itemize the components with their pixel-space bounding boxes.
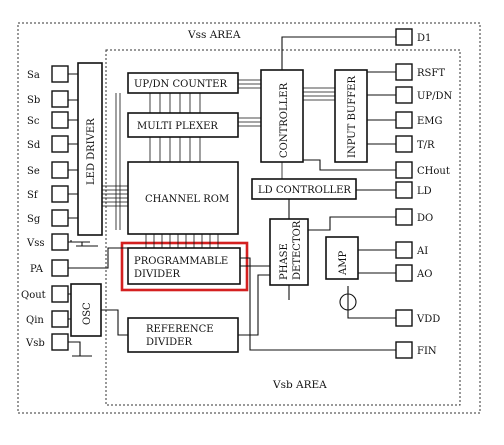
pin-pad-qin: [51, 310, 69, 328]
pin-label-sc: Sc: [27, 116, 40, 127]
pin-label-vss: Vss: [26, 238, 45, 249]
programmable-divider-block: [127, 247, 241, 285]
vss-area-label: Vss AREA: [187, 29, 241, 41]
amp-label: AMP: [338, 251, 349, 276]
up-dn-counter-block: [127, 72, 239, 94]
pin-pad-ao: [395, 264, 413, 282]
osc-label: OSC: [82, 302, 93, 325]
pin-pad-sd: [51, 135, 69, 153]
pin-label-ao: AO: [416, 269, 432, 280]
pin-pad-sa: [51, 65, 69, 83]
pin-pad-qout: [51, 285, 69, 303]
pin-label-sa: Sa: [27, 70, 40, 81]
ld-controller-label: LD CONTROLLER: [258, 185, 351, 196]
pin-pad-t-r: [395, 135, 413, 153]
pin-pad-chout: [395, 161, 413, 179]
pin-pad-pa: [51, 259, 69, 277]
pin-label-sb: Sb: [27, 95, 40, 106]
pin-pad-fin: [395, 341, 413, 359]
pin-label-fin: FIN: [417, 346, 437, 357]
internal-buses: [102, 79, 335, 248]
pin-pad-sf: [51, 185, 69, 203]
up-dn-counter-label: UP/DN COUNTER: [134, 79, 227, 90]
right-pins: D1 RSFT UP/DN EMG T/R CHout LD DO AI AO …: [395, 28, 453, 359]
pin-pad-emg: [395, 111, 413, 129]
programmable-divider-label-line1: PROGRAMMABLE: [134, 256, 228, 267]
pin-label-up-dn: UP/DN: [417, 91, 453, 102]
ld-controller-block: [251, 178, 357, 200]
pin-pad-se: [51, 161, 69, 179]
pin-label-qin: Qin: [26, 315, 44, 326]
multiplexer-label: MULTI PLEXER: [137, 121, 218, 132]
programmable-divider-label-line2: DIVIDER: [134, 269, 180, 280]
pin-pad-ld: [395, 181, 413, 199]
input-buffer-block: [334, 69, 368, 163]
pin-pad-vsb: [51, 333, 69, 351]
pin-label-ld: LD: [417, 186, 432, 197]
led-driver-label: LED DRIVER: [86, 118, 97, 185]
pin-pad-do: [395, 208, 413, 226]
pin-pad-sc: [51, 111, 69, 129]
input-buffer-label: INPUT BUFFER: [347, 76, 358, 158]
pin-label-pa: PA: [30, 264, 44, 275]
pin-label-qout: Qout: [21, 290, 46, 301]
left-pins: Sa Sb Sc Sd Se Sf Sg Vss PA Qout Qin Vsb: [21, 65, 69, 351]
chip-boundary: [17, 22, 481, 414]
vsb-area-label: Vsb AREA: [272, 379, 327, 391]
phase-detector-label-line2: DETECTOR: [292, 220, 303, 280]
pin-label-se: Se: [27, 166, 40, 177]
pin-label-chout: CHout: [417, 166, 450, 177]
led-driver-block: [77, 62, 103, 236]
pin-label-emg: EMG: [417, 116, 443, 127]
pin-label-vsb: Vsb: [25, 338, 45, 349]
channel-rom-label: CHANNEL ROM: [145, 194, 229, 205]
pin-label-do: DO: [417, 213, 433, 224]
pin-pad-rsft: [395, 63, 413, 81]
pin-label-sf: Sf: [27, 190, 39, 201]
phase-detector-label-line1: PHASE: [279, 243, 290, 280]
pin-label-vdd: VDD: [416, 314, 440, 325]
multiplexer-block: [127, 112, 239, 138]
pin-label-sg: Sg: [27, 214, 41, 225]
pin-label-rsft: RSFT: [417, 68, 445, 79]
pin-label-t-r: T/R: [417, 140, 435, 151]
pin-pad-vdd: [395, 309, 413, 327]
pin-label-sd: Sd: [27, 140, 41, 151]
reference-divider-label-line2: DIVIDER: [146, 337, 192, 348]
amp-block: [325, 236, 359, 280]
pin-pad-sg: [51, 209, 69, 227]
pin-pad-d1: [395, 28, 413, 46]
pin-pad-vss: [51, 233, 69, 251]
pin-pad-sb: [51, 90, 69, 108]
pin-pad-up-dn: [395, 86, 413, 104]
pin-pad-ai: [395, 241, 413, 259]
vss-area-boundary: [105, 49, 461, 406]
osc-block: [70, 283, 102, 337]
reference-divider-block: [127, 317, 239, 353]
pin-label-d1: D1: [417, 33, 431, 44]
controller-label: CONTROLLER: [279, 82, 290, 158]
reference-divider-label-line1: REFERENCE: [146, 324, 214, 335]
pin-label-ai: AI: [416, 246, 428, 257]
